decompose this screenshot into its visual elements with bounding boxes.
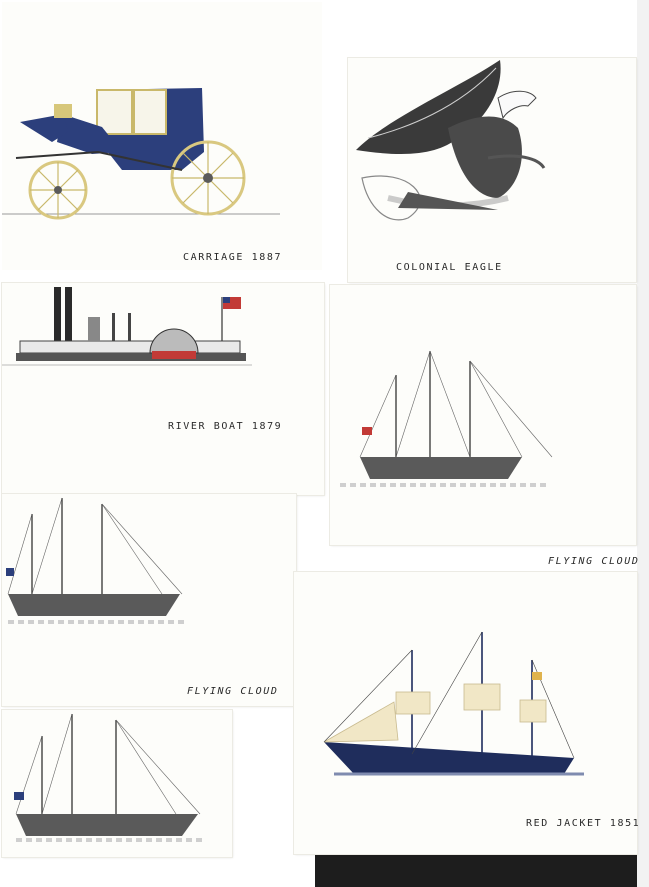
card-caption: FLYING CLOUD <box>548 556 640 567</box>
scan-edge-shadow-right <box>637 0 649 887</box>
clipper-ship-illustration <box>14 713 202 842</box>
clipper-ship-illustration <box>6 497 188 624</box>
eagle-illustration <box>356 60 546 221</box>
clipper-ship-illustration <box>340 350 553 487</box>
card-carriage: CARRIAGE 1887 <box>2 2 322 270</box>
carriage-illustration <box>2 88 280 220</box>
card-red-jacket: RED JACKET 1851 <box>294 572 641 854</box>
card-colonial-eagle: COLONIAL EAGLE <box>348 58 636 282</box>
card-river-boat: RIVER BOAT 1879 <box>2 283 324 495</box>
red-jacket-ship-illustration <box>323 631 584 776</box>
card-flying-cloud-middle: FLYING CLOUD <box>2 494 296 706</box>
card-flying-cloud-lower <box>2 710 232 857</box>
card-caption: RED JACKET 1851 <box>526 818 641 829</box>
card-caption: RIVER BOAT 1879 <box>168 421 283 432</box>
card-caption: CARRIAGE 1887 <box>183 252 283 263</box>
card-flying-cloud-upper: FLYING CLOUD <box>330 285 638 567</box>
riverboat-illustration <box>2 287 252 366</box>
card-caption: FLYING CLOUD <box>187 686 279 697</box>
card-caption: COLONIAL EAGLE <box>396 262 503 273</box>
scan-edge-shadow <box>315 855 649 887</box>
